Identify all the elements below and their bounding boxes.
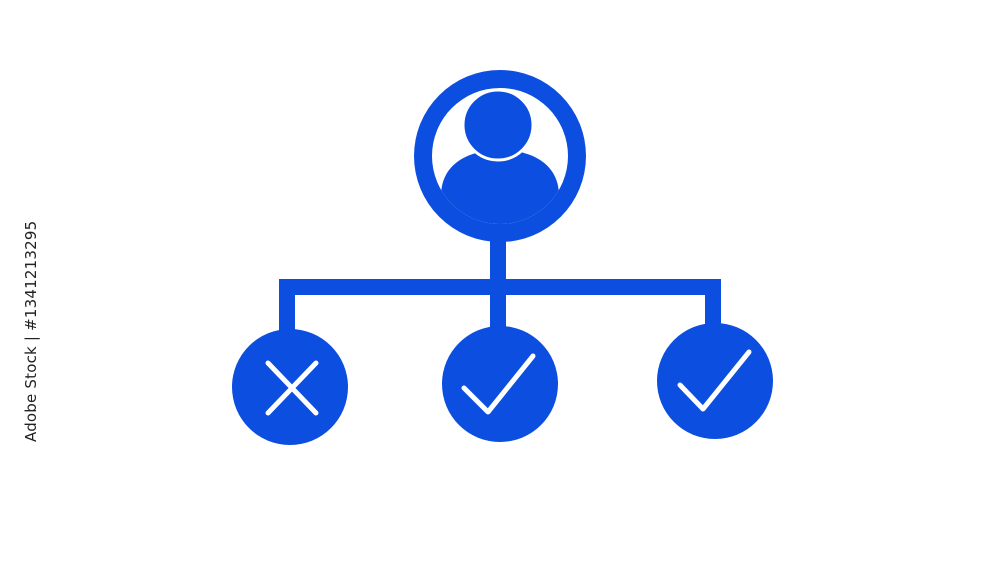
left-branch-stem <box>279 279 295 337</box>
root-stem-line <box>490 236 506 284</box>
child-node-approved-right <box>657 323 773 439</box>
center-branch-stem <box>490 290 506 335</box>
checkmark-icon <box>461 353 536 415</box>
stock-id-label: Adobe Stock | #1341213295 <box>22 220 40 442</box>
child-node-rejected <box>232 329 348 445</box>
child-node-approved-center <box>442 326 558 442</box>
connector-lines <box>279 236 721 337</box>
right-branch-stem <box>705 279 721 334</box>
checkmark-icon <box>677 349 752 412</box>
user-icon <box>441 88 559 224</box>
x-mark-icon <box>265 360 319 416</box>
horizontal-branch-line <box>279 279 721 295</box>
root-user-node <box>414 70 586 242</box>
